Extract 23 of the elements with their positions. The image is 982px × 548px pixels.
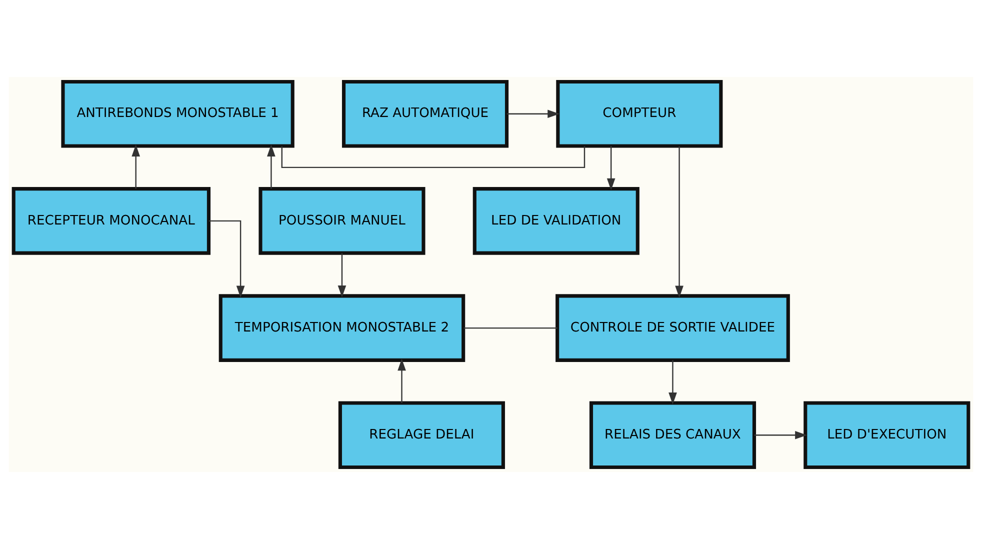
node-box: TEMPORISATION MONOSTABLE 2 (218, 294, 466, 362)
connector (281, 146, 586, 168)
arrow (506, 109, 560, 118)
arrow (398, 358, 406, 402)
arrow (338, 252, 346, 297)
node-box: RAZ AUTOMATIQUE (342, 79, 509, 148)
arrow (606, 146, 616, 190)
arrow (267, 144, 276, 188)
node-box: LED DE VALIDATION (472, 186, 640, 254)
node-box: RELAIS DES CANAUX (589, 400, 756, 469)
node-box: REGLAGE DELAI (338, 400, 505, 469)
node-box: CONTROLE DE SORTIE VALIDEE (556, 294, 790, 362)
node-box: ANTIREBONDS MONOSTABLE 1 (61, 79, 294, 148)
node-box: LED D'EXECUTION (804, 400, 970, 469)
node-box: RECEPTEUR MONOCANAL (12, 186, 211, 254)
arrow (754, 430, 807, 439)
arrow (668, 360, 677, 404)
arrow (208, 220, 245, 298)
arrow (675, 146, 684, 298)
node-box: POUSSOIR MANUEL (258, 186, 426, 254)
connector (464, 326, 558, 328)
arrow (132, 144, 140, 188)
node-box: COMPTEUR (556, 79, 723, 148)
